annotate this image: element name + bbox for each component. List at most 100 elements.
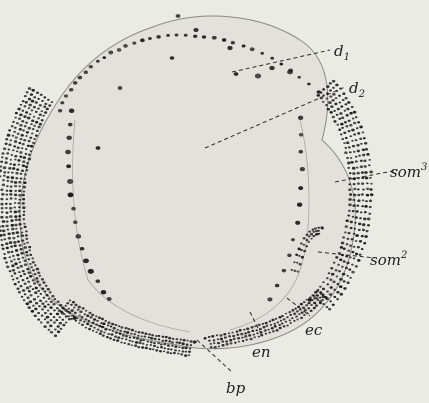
cell-nucleus xyxy=(343,280,346,282)
cell-nucleus xyxy=(365,148,368,151)
cell-nucleus xyxy=(231,41,235,44)
cell-nucleus xyxy=(152,348,154,350)
cell-nucleus xyxy=(330,105,333,108)
cell-nucleus xyxy=(328,101,332,104)
cell-nucleus xyxy=(83,321,85,323)
cell-nucleus xyxy=(12,269,15,272)
cell-nucleus xyxy=(364,142,367,145)
cell-nucleus xyxy=(9,203,12,205)
cell-nucleus xyxy=(26,268,29,271)
cell-nucleus xyxy=(150,341,153,343)
cell-nucleus xyxy=(288,311,291,313)
cell-nucleus xyxy=(351,271,354,274)
cell-nucleus xyxy=(13,206,16,208)
cell-nucleus xyxy=(37,312,40,314)
cell-nucleus xyxy=(93,327,95,329)
cell-nucleus xyxy=(361,248,364,250)
cell-nucleus xyxy=(27,306,30,309)
cell-nucleus xyxy=(234,72,239,76)
cell-nucleus xyxy=(346,243,349,245)
cell-nucleus xyxy=(29,113,31,115)
cell-nucleus xyxy=(336,276,338,278)
cell-nucleus xyxy=(328,272,331,274)
cell-nucleus xyxy=(93,318,96,321)
cell-nucleus xyxy=(14,185,17,187)
cell-nucleus xyxy=(36,280,39,282)
cell-nucleus xyxy=(180,353,183,355)
cell-nucleus xyxy=(326,290,329,292)
cell-nucleus xyxy=(170,56,174,60)
cell-nucleus xyxy=(370,183,372,185)
cell-nucleus xyxy=(133,337,136,339)
cell-nucleus xyxy=(96,320,99,322)
cell-nucleus xyxy=(311,299,314,301)
cell-nucleus xyxy=(23,259,26,261)
cell-nucleus xyxy=(120,326,123,328)
cell-nucleus xyxy=(4,161,7,164)
cell-nucleus xyxy=(23,115,26,118)
cell-nucleus xyxy=(148,333,151,335)
cell-nucleus xyxy=(0,225,1,227)
cell-nucleus xyxy=(274,323,276,325)
cell-nucleus xyxy=(11,224,15,227)
cell-nucleus xyxy=(322,288,325,291)
cell-nucleus xyxy=(300,242,303,244)
cell-nucleus xyxy=(336,291,339,294)
cell-nucleus xyxy=(65,321,68,323)
cell-nucleus xyxy=(309,296,312,298)
cell-nucleus xyxy=(24,178,26,180)
cell-nucleus xyxy=(79,319,82,322)
cell-nucleus xyxy=(31,89,35,92)
cell-nucleus xyxy=(337,283,340,285)
cell-nucleus xyxy=(242,44,246,47)
cell-nucleus xyxy=(143,339,145,341)
cell-nucleus xyxy=(359,217,362,219)
cell-nucleus xyxy=(353,133,356,135)
cell-nucleus xyxy=(44,103,47,105)
cell-nucleus xyxy=(81,316,84,318)
cell-nucleus xyxy=(363,217,367,220)
cell-nucleus xyxy=(69,300,71,302)
cell-nucleus xyxy=(43,106,46,108)
cell-nucleus xyxy=(22,289,25,292)
cell-nucleus xyxy=(334,103,337,106)
cell-nucleus xyxy=(5,143,8,145)
cell-nucleus xyxy=(190,344,192,346)
cell-nucleus xyxy=(258,324,261,327)
cell-nucleus xyxy=(86,322,89,325)
cell-nucleus xyxy=(165,340,168,342)
cell-nucleus xyxy=(214,346,217,349)
cell-nucleus xyxy=(329,278,332,281)
cell-nucleus xyxy=(210,346,213,348)
cell-nucleus xyxy=(78,322,80,324)
cell-nucleus xyxy=(251,330,254,332)
cell-nucleus xyxy=(35,277,38,280)
cell-nucleus xyxy=(112,330,114,332)
cell-nucleus xyxy=(5,216,8,219)
cell-nucleus xyxy=(300,303,303,305)
cell-nucleus xyxy=(47,310,49,312)
cell-nucleus xyxy=(335,97,338,99)
cell-nucleus xyxy=(300,249,303,251)
cell-nucleus xyxy=(43,297,46,299)
cell-nucleus xyxy=(79,310,82,313)
cell-nucleus xyxy=(329,95,332,97)
cell-nucleus xyxy=(46,108,49,111)
cell-nucleus xyxy=(127,343,130,345)
cell-nucleus xyxy=(332,93,336,96)
cell-nucleus xyxy=(46,316,50,319)
cell-nucleus xyxy=(366,182,368,184)
cell-nucleus xyxy=(329,89,332,91)
cell-nucleus xyxy=(26,162,29,164)
cell-nucleus xyxy=(53,309,56,311)
cell-nucleus xyxy=(7,134,11,137)
cell-nucleus xyxy=(54,334,57,337)
cell-nucleus xyxy=(0,203,4,206)
cell-nucleus xyxy=(12,255,15,257)
cell-nucleus xyxy=(361,193,364,195)
cell-nucleus xyxy=(303,250,306,253)
cell-nucleus xyxy=(322,88,325,90)
cell-nucleus xyxy=(33,106,36,108)
cell-nucleus xyxy=(20,275,23,277)
cell-nucleus xyxy=(21,120,24,123)
